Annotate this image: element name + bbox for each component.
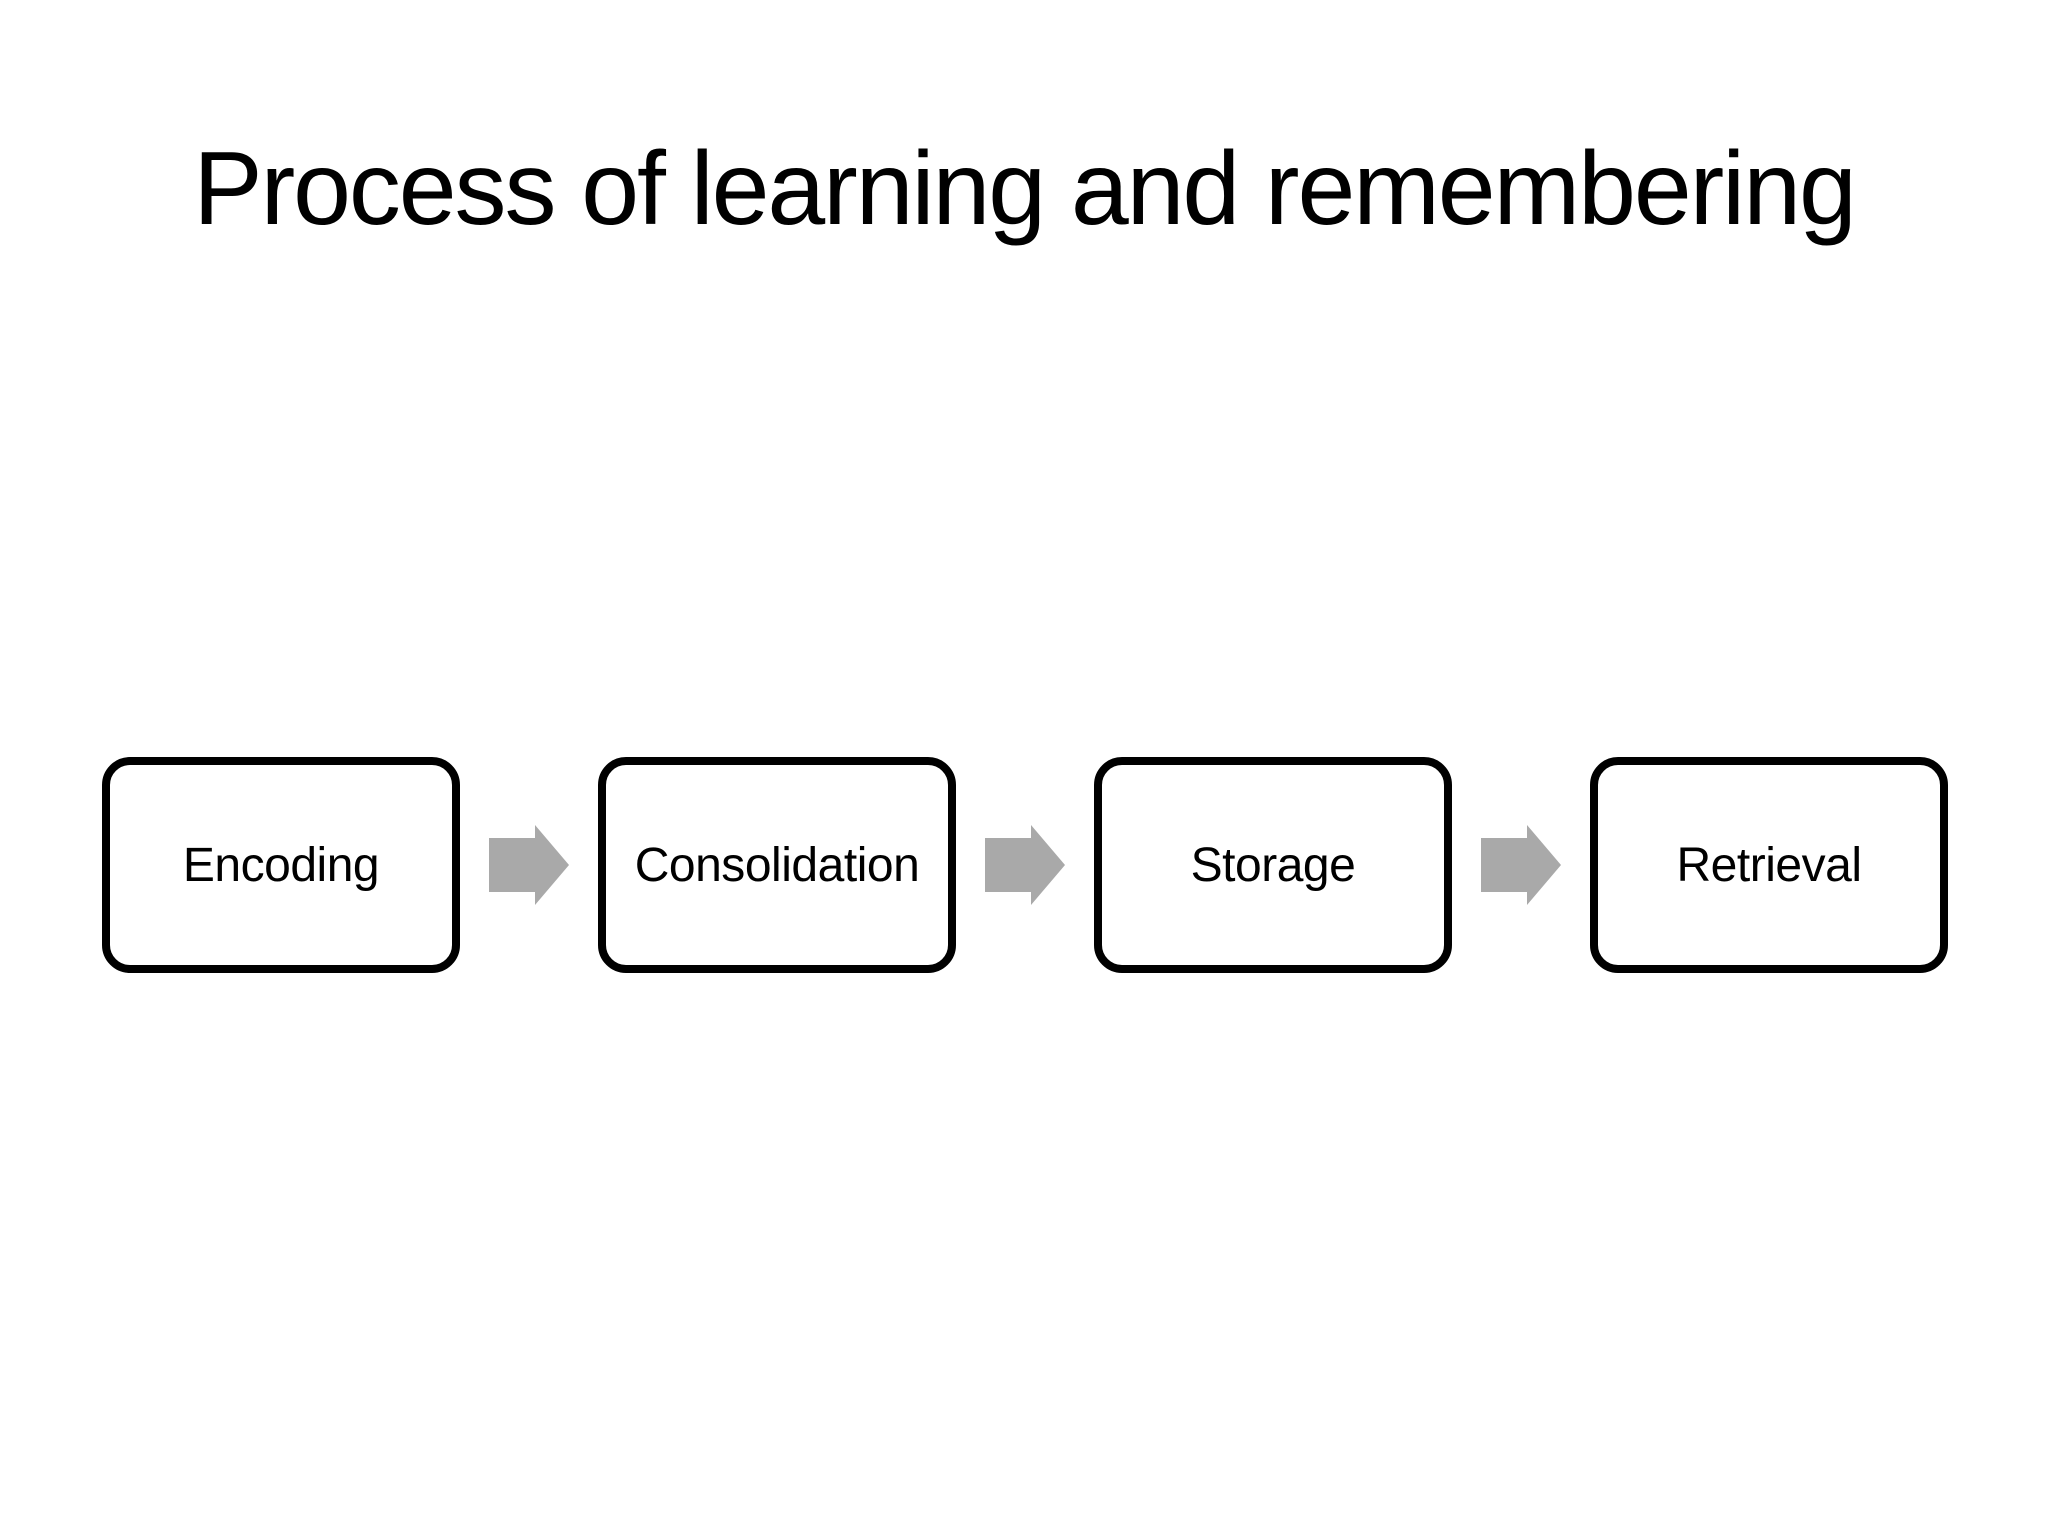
step-label-storage: Storage	[1190, 838, 1356, 892]
slide-title: Process of learning and remembering	[193, 131, 1857, 247]
right-block-arrow-icon	[489, 825, 569, 905]
right-block-arrow-icon	[985, 825, 1065, 905]
right-block-arrow-icon	[1481, 825, 1561, 905]
step-box-retrieval: Retrieval	[1590, 757, 1948, 973]
step-label-encoding: Encoding	[182, 838, 380, 892]
connector-gap	[460, 757, 598, 973]
process-flow-row: Encoding Consolidation Storage Retrieval	[102, 757, 1948, 973]
connector-gap	[1452, 757, 1590, 973]
connector-gap	[956, 757, 1094, 973]
step-label-retrieval: Retrieval	[1676, 838, 1862, 892]
step-label-consolidation: Consolidation	[634, 838, 920, 892]
step-box-consolidation: Consolidation	[598, 757, 956, 973]
step-box-storage: Storage	[1094, 757, 1452, 973]
step-box-encoding: Encoding	[102, 757, 460, 973]
